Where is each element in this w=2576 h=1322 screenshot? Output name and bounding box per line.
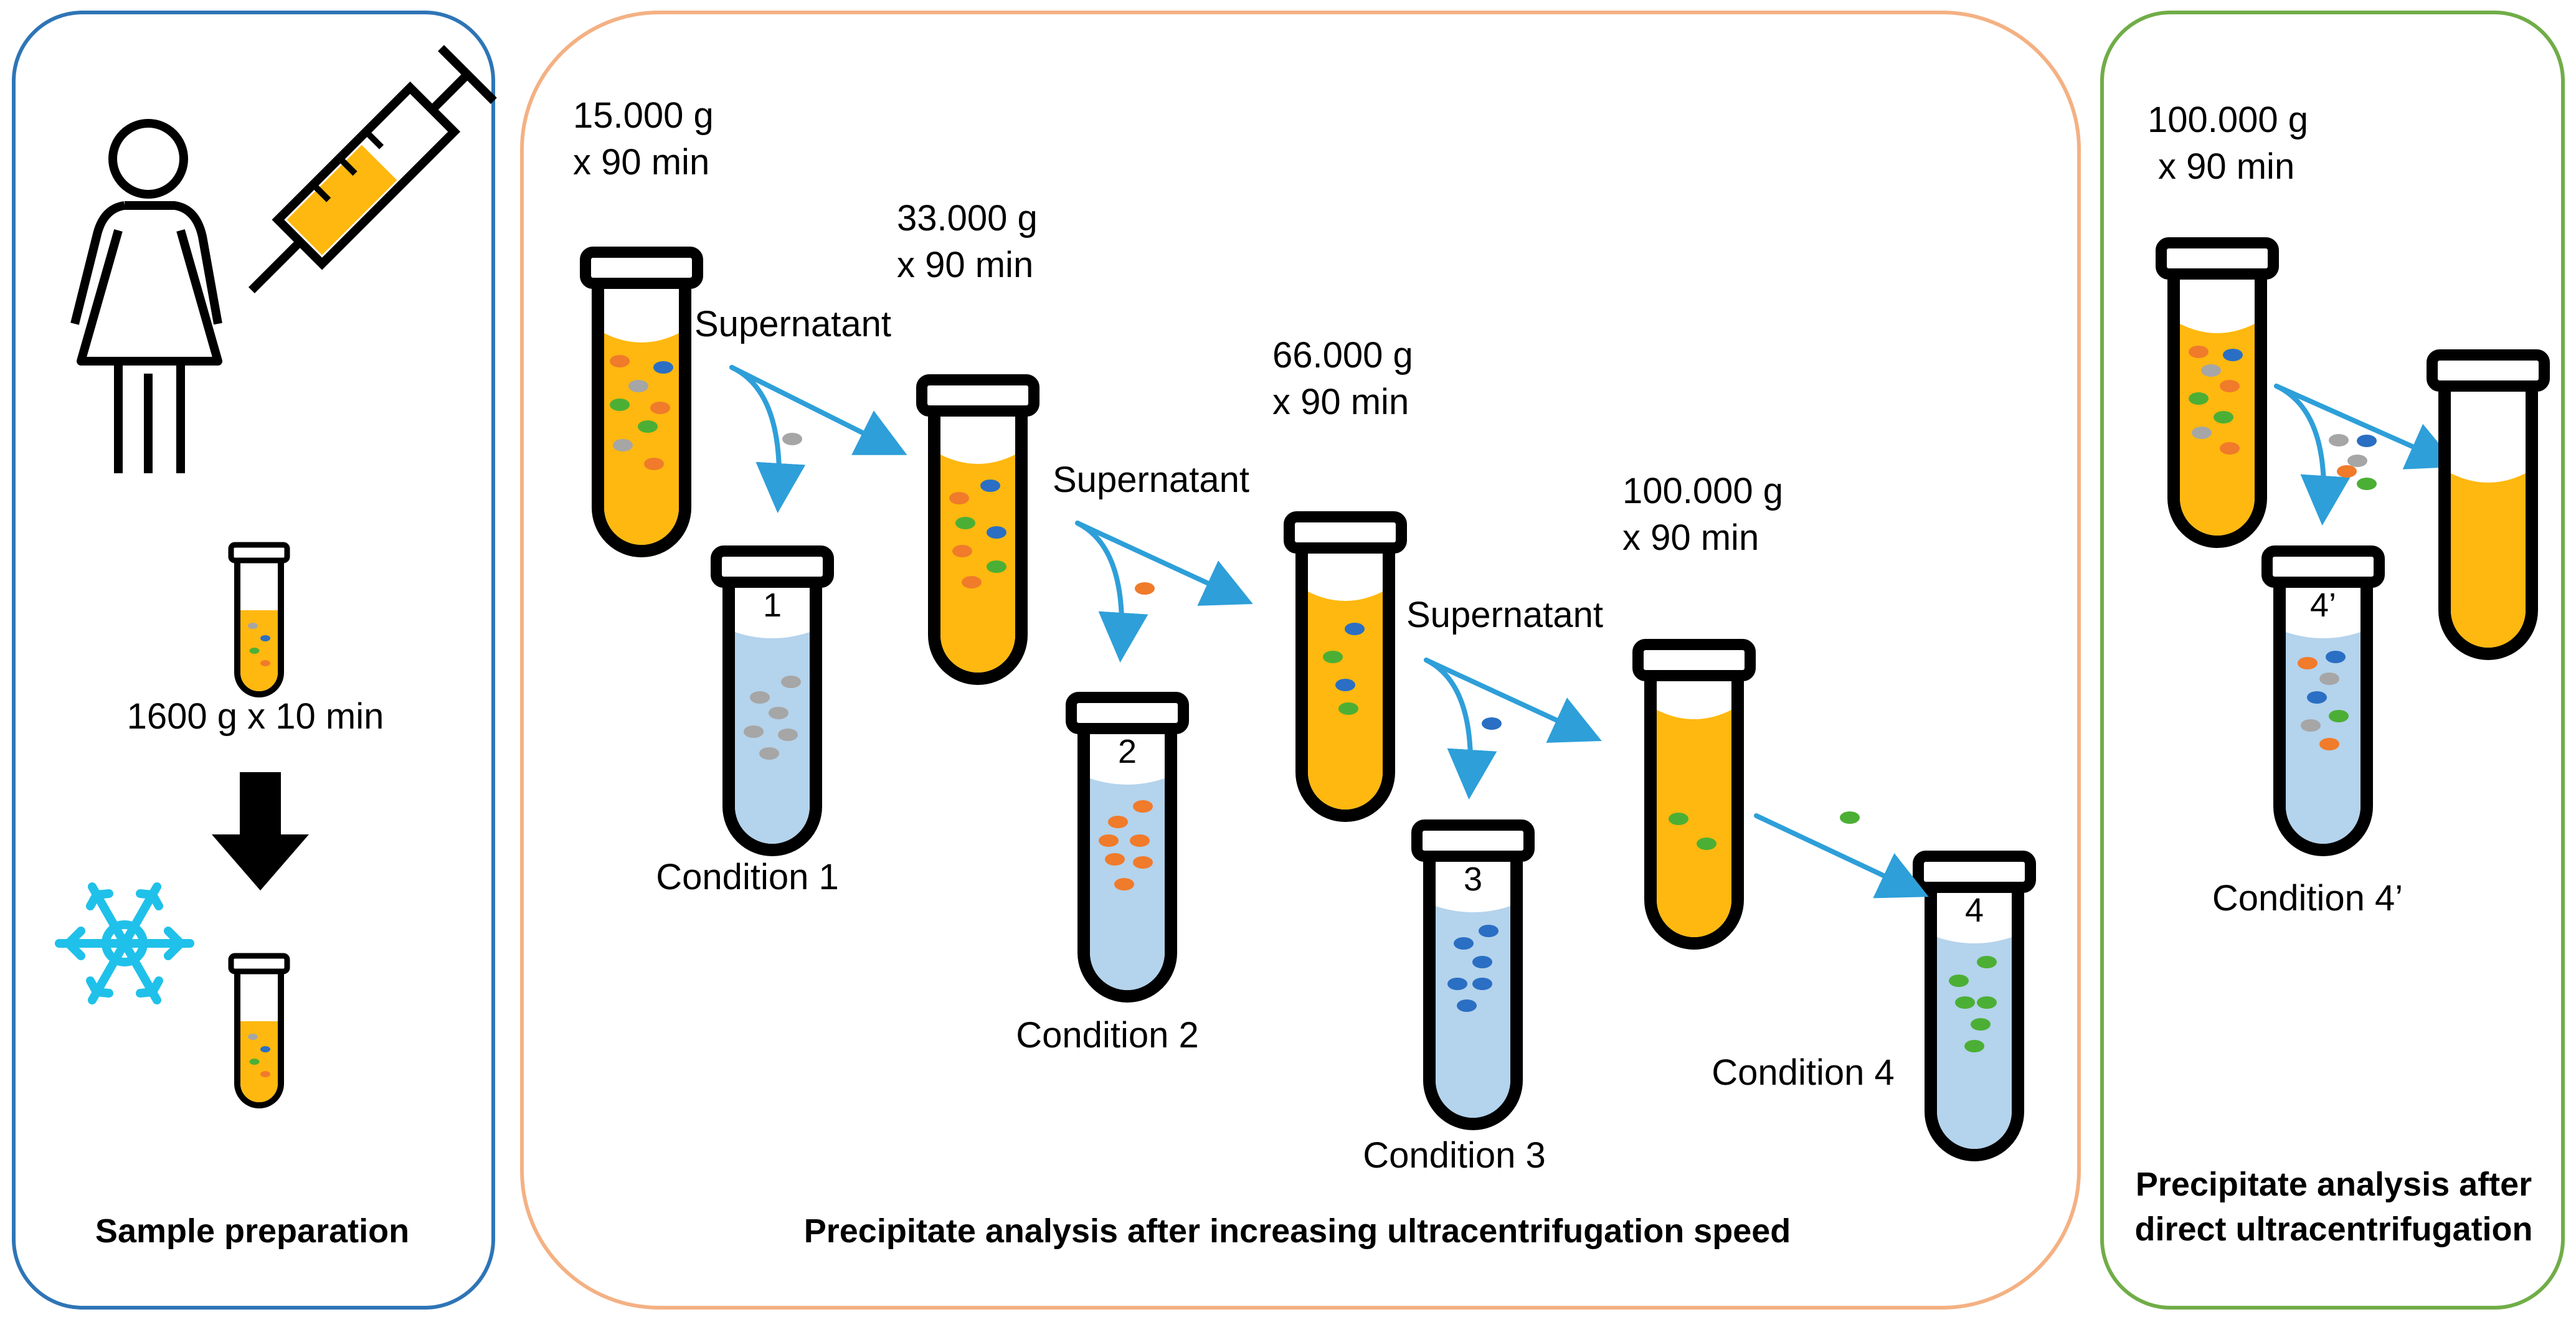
free-particle bbox=[2357, 478, 2377, 490]
free-particle bbox=[2357, 435, 2377, 447]
woman-icon bbox=[70, 119, 222, 473]
supernatant-label-2: Supernatant bbox=[1053, 460, 1249, 500]
free-particle bbox=[1482, 717, 1502, 730]
supernatant-label-3: Supernatant bbox=[1406, 595, 1603, 635]
pellet-tube-4-number: 4 bbox=[1965, 892, 1984, 929]
condition-4prime-label: Condition 4’ bbox=[2212, 878, 2403, 918]
pellet-tube-4: 4 bbox=[1913, 851, 2036, 1155]
free-particle bbox=[1135, 582, 1155, 595]
centrifuge-step-label: 1600 g x 10 min bbox=[127, 696, 384, 737]
tube-direct-100000g bbox=[2156, 237, 2279, 542]
snowflake-icon bbox=[55, 882, 194, 1004]
pellet-tube-1: 1 bbox=[711, 545, 834, 850]
pellet-tube-1-number: 1 bbox=[763, 587, 782, 624]
free-particle bbox=[2337, 465, 2357, 478]
condition-4-label: Condition 4 bbox=[1712, 1052, 1894, 1093]
pellet-tube-4prime-number: 4’ bbox=[2310, 587, 2336, 624]
frozen-tube bbox=[228, 953, 290, 1105]
transfer-arrows bbox=[729, 365, 2458, 899]
increasing-speed-panel bbox=[520, 11, 2081, 1310]
pellet-tube-3: 3 bbox=[1411, 819, 1535, 1124]
down-arrow-icon bbox=[212, 772, 309, 890]
condition-1-label: Condition 1 bbox=[656, 857, 838, 897]
tube-direct-supernatant bbox=[2427, 349, 2550, 654]
pellet-tube-2: 2 bbox=[1066, 692, 1189, 996]
tube-33000g bbox=[916, 374, 1039, 679]
condition-2-label: Condition 2 bbox=[1016, 1015, 1198, 1055]
syringe-icon bbox=[248, 45, 497, 294]
pellet-tube-3-number: 3 bbox=[1464, 861, 1482, 898]
sample-preparation-panel bbox=[12, 11, 495, 1310]
tube-100000g bbox=[1632, 639, 1756, 943]
tube-15000g bbox=[580, 247, 703, 551]
pellet-tube-4prime: 4’ bbox=[2261, 545, 2385, 850]
sample-preparation-title: Sample preparation bbox=[95, 1212, 409, 1250]
free-particle bbox=[782, 433, 802, 445]
condition-3-label: Condition 3 bbox=[1363, 1135, 1545, 1176]
small-tube-plasma bbox=[228, 542, 290, 694]
increasing-speed-title: Precipitate analysis after increasing ul… bbox=[804, 1212, 1791, 1250]
free-particle bbox=[2329, 434, 2349, 446]
free-particle bbox=[1840, 811, 1860, 824]
direct-ultracentrifugation-panel bbox=[2100, 11, 2565, 1310]
supernatant-label-1: Supernatant bbox=[694, 304, 891, 344]
free-particle bbox=[2347, 455, 2367, 467]
tube-66000g bbox=[1284, 511, 1407, 816]
pellet-tube-2-number: 2 bbox=[1118, 733, 1137, 770]
